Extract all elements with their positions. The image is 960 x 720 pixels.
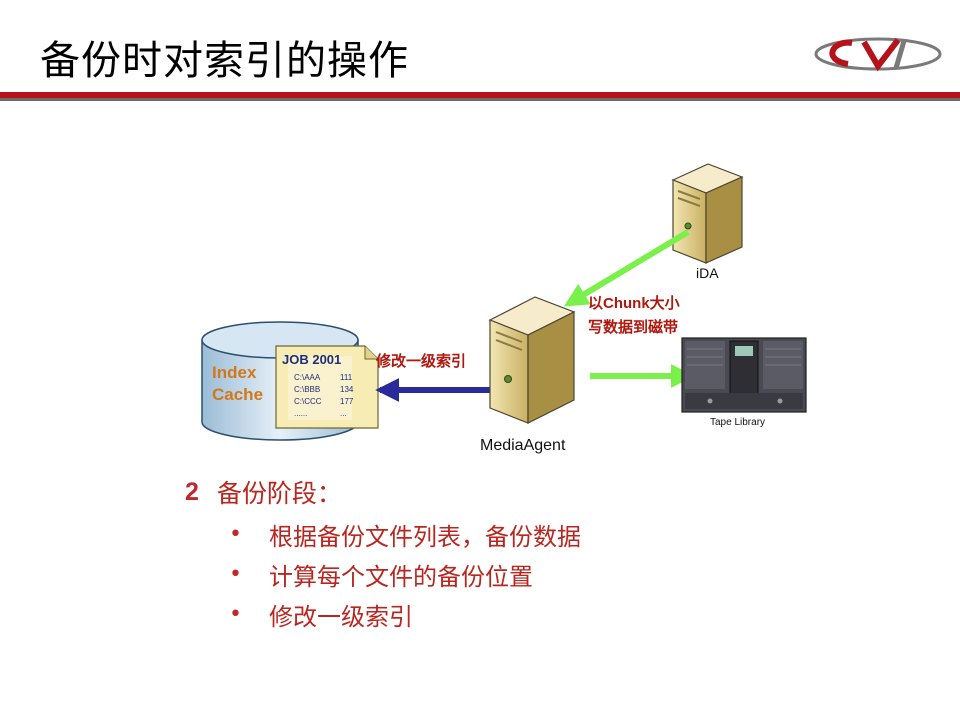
media-agent-label: MediaAgent bbox=[480, 437, 566, 454]
job-header: JOB 2001 bbox=[282, 352, 341, 367]
job-file-path: ...... bbox=[294, 409, 307, 418]
index-cache-label-line1: Index bbox=[212, 363, 257, 382]
title-divider-red bbox=[0, 92, 960, 98]
title-divider-gray bbox=[0, 98, 960, 101]
chunk-write-label-line2: 写数据到磁带 bbox=[588, 318, 678, 336]
tape-library-label: Tape Library bbox=[710, 417, 765, 428]
job-file-size: 134 bbox=[340, 385, 354, 394]
step-number: 2 bbox=[185, 477, 199, 506]
step-title: 备份阶段： bbox=[216, 479, 342, 508]
ida-to-media-agent-arrow bbox=[563, 229, 690, 307]
bullet-dot-icon: • bbox=[229, 521, 242, 547]
job-file-size: ... bbox=[340, 409, 347, 418]
index-cache-label-line2: Cache bbox=[212, 385, 263, 404]
job-file-size: 111 bbox=[340, 373, 353, 382]
ida-label: iDA bbox=[696, 265, 719, 281]
modify-index-label: 修改一级索引 bbox=[375, 352, 466, 370]
page-title: 备份时对索引的操作 bbox=[40, 38, 409, 84]
list-item: • 根据备份文件列表，备份数据 bbox=[185, 514, 885, 554]
ida-server-icon bbox=[671, 163, 744, 264]
step-header: 2 备份阶段： bbox=[185, 470, 885, 514]
media-agent-server-icon bbox=[488, 296, 576, 424]
chunk-write-label-line1: 以Chunk大小 bbox=[588, 294, 680, 312]
bullet-dot-icon: • bbox=[229, 561, 242, 587]
list-item: • 计算每个文件的备份位置 bbox=[185, 554, 885, 594]
job-file-size: 177 bbox=[340, 397, 354, 406]
bullet-text: 计算每个文件的备份位置 bbox=[269, 562, 533, 591]
job-file-path: C:\BBB bbox=[294, 385, 320, 394]
tape-library-icon bbox=[681, 337, 807, 413]
backup-step-section: 2 备份阶段： • 根据备份文件列表，备份数据 • 计算每个文件的备份位置 • … bbox=[185, 470, 885, 634]
job-file-path: C:\CCC bbox=[294, 397, 322, 406]
list-item: • 修改一级索引 bbox=[185, 594, 885, 634]
job-file-path: C:\AAA bbox=[294, 373, 321, 382]
company-logo bbox=[814, 37, 942, 72]
bullet-text: 根据备份文件列表，备份数据 bbox=[269, 522, 581, 551]
bullet-dot-icon: • bbox=[229, 601, 242, 627]
bullet-text: 修改一级索引 bbox=[269, 602, 413, 631]
step-bullet-list: • 根据备份文件列表，备份数据 • 计算每个文件的备份位置 • 修改一级索引 bbox=[185, 514, 885, 634]
